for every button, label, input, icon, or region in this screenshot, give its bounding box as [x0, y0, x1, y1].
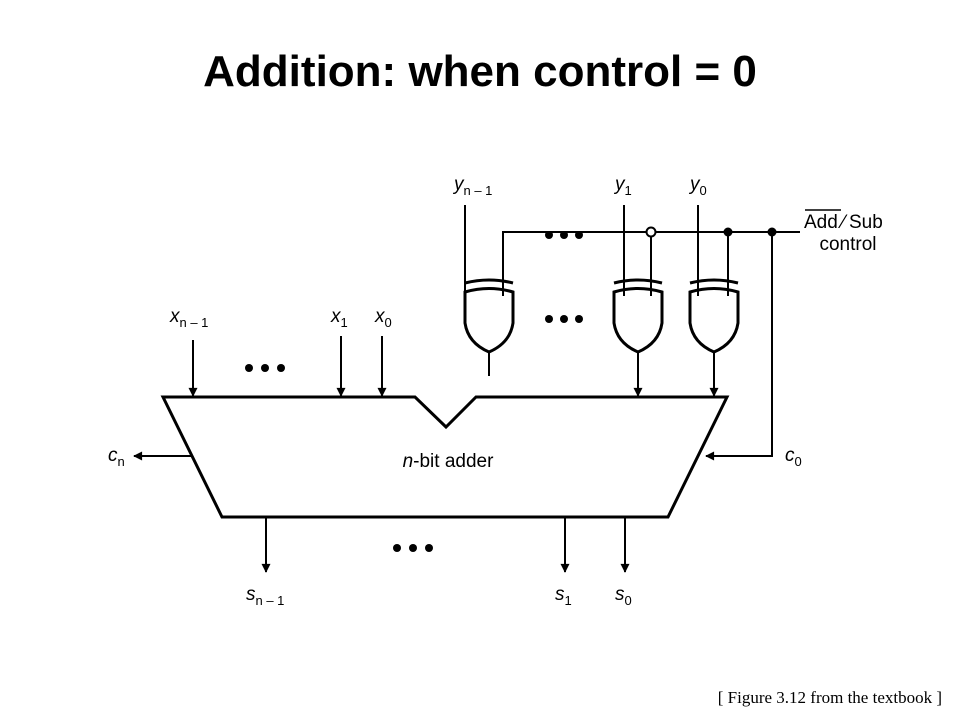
carry-in-wire: [705, 232, 773, 461]
label-sub: Sub: [849, 212, 883, 233]
control-tap-n-minus-1: [502, 231, 508, 296]
junction-dot-icon: [645, 226, 657, 238]
title-right: when control = 0: [408, 47, 757, 96]
adder-label-n: n: [403, 451, 414, 472]
label-x-n-minus-1: xn – 1: [169, 306, 208, 330]
label-x-1: x1: [330, 306, 348, 330]
junction-dot-icon: [723, 227, 733, 237]
label-c-n: cn: [108, 445, 125, 469]
label-c-0: c0: [785, 445, 802, 469]
label-y-0: y0: [688, 174, 707, 198]
label-s-1: s1: [555, 584, 572, 608]
label-y-1: y1: [613, 174, 632, 198]
label-y-n-minus-1: yn – 1: [452, 174, 492, 198]
label-slash: ⁄: [838, 212, 848, 233]
adder-label: n-bit adder: [403, 451, 495, 472]
slide-title: Addition: when control = 0: [0, 42, 960, 102]
label-add-sub: Add⁄Sub: [804, 212, 883, 233]
junction-dot-icon: [767, 227, 777, 237]
label-x-0: x0: [374, 306, 392, 330]
xor-gate-icon: [463, 278, 515, 354]
ellipsis-dots-icon: [245, 364, 285, 372]
label-s-0: s0: [615, 584, 632, 608]
title-left: Addition:: [203, 47, 397, 96]
figure-caption: [ Figure 3.12 from the textbook ]: [717, 688, 942, 707]
xor-gate-icon: [688, 278, 740, 354]
label-control: control: [819, 234, 876, 255]
ellipsis-dots-icon: [545, 231, 583, 239]
xor-gate-icon: [612, 278, 664, 354]
adder-block: [160, 395, 730, 519]
ellipsis-dots-icon: [545, 315, 583, 323]
adder-label-rest: -bit adder: [413, 451, 494, 472]
label-s-n-minus-1: sn – 1: [246, 584, 284, 608]
label-add: Add: [804, 212, 838, 233]
ellipsis-dots-icon: [393, 544, 433, 552]
